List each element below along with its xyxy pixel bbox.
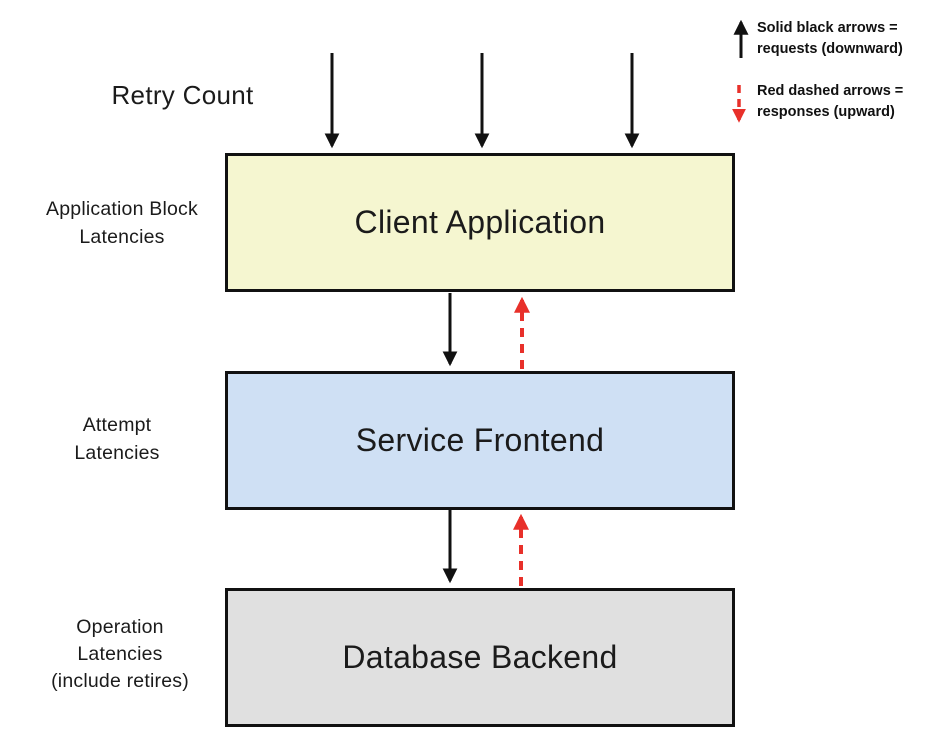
label-line: Application Block xyxy=(46,198,198,220)
operation-latencies-label: Operation Latencies (include retires) xyxy=(14,614,226,695)
label-line: Operation xyxy=(76,616,164,638)
label-line: Attempt xyxy=(82,414,152,436)
legend-red-dashed-down-arrow-icon xyxy=(732,85,746,123)
retry-count-label: Retry Count xyxy=(111,80,254,110)
legend-line: Solid black arrows = xyxy=(757,20,898,36)
legend-line: requests (downward) xyxy=(757,40,903,57)
service-frontend-label: Service Frontend xyxy=(355,422,605,458)
client-application-box: Client Application xyxy=(225,153,735,292)
legend-solid-arrows-text: Solid black arrows = requests (downward) xyxy=(757,18,940,59)
legend-line: Red dashed arrows = xyxy=(757,83,904,99)
label-line: Latencies xyxy=(79,226,165,248)
legend-solid-up-arrow-icon xyxy=(733,19,749,58)
legend-dashed-arrows-text: Red dashed arrows = responses (upward) xyxy=(757,81,940,122)
database-backend-label: Database Backend xyxy=(342,639,618,675)
label-line: Latencies xyxy=(77,643,163,665)
label-line: (include retires) xyxy=(51,670,189,692)
legend-line: responses (upward) xyxy=(757,103,895,120)
service-frontend-box: Service Frontend xyxy=(225,371,735,510)
label-line: Latencies xyxy=(74,442,160,464)
client-application-label: Client Application xyxy=(354,204,606,240)
attempt-latencies-label: Attempt Latencies xyxy=(11,411,223,467)
application-block-latencies-label: Application Block Latencies xyxy=(16,195,228,251)
database-backend-box: Database Backend xyxy=(225,588,735,727)
